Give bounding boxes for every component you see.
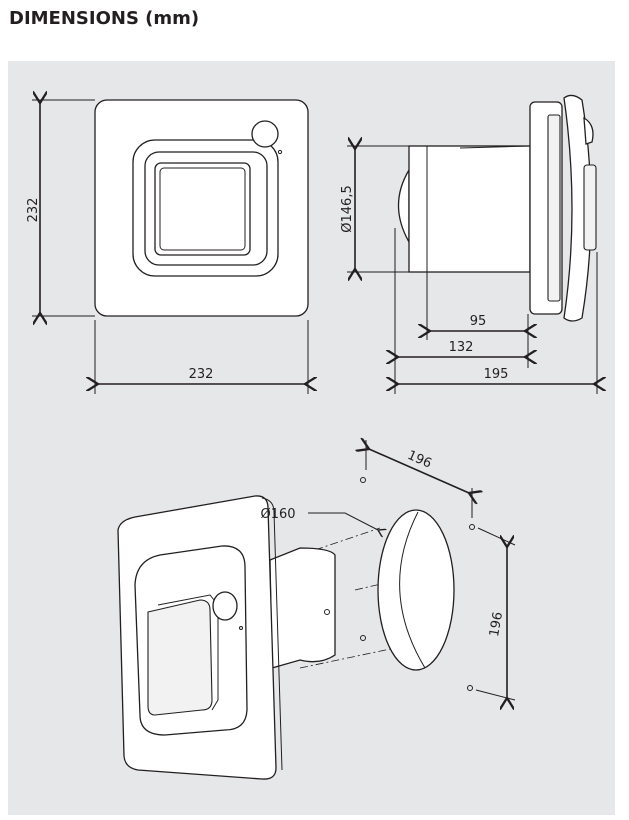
screw-hole [467, 685, 473, 691]
duct-diameter-label: Ø160 [260, 507, 295, 522]
knob-side [583, 116, 594, 145]
screw-hole [324, 609, 330, 615]
indicator-dot-iso [239, 626, 243, 630]
extension-line [475, 689, 516, 701]
backdraft-dome [397, 167, 410, 245]
extension-line [477, 527, 516, 546]
front-cover [563, 94, 592, 322]
side-view: Ø146,5 95 132 195 [340, 94, 597, 394]
width-label: 232 [189, 367, 214, 382]
knob-icon [251, 120, 279, 148]
plate-thickness [261, 497, 283, 771]
height-label: 232 [26, 198, 41, 223]
indicator-dot [277, 149, 283, 155]
front-view: 232 232 [26, 100, 308, 394]
diameter-leader [308, 512, 378, 530]
knob-iso-icon [212, 591, 238, 621]
depth-inner-label: 95 [470, 314, 487, 329]
screw-hole [469, 524, 475, 530]
iso-view: 196 196 Ø160 [117, 440, 516, 780]
screw-hole [360, 477, 366, 483]
duct-body-iso [269, 547, 336, 669]
front-grille [154, 162, 251, 256]
front-grille-inner [159, 167, 246, 251]
grille-side [583, 164, 597, 251]
hole-spacing-horizontal-label: 196 [405, 448, 434, 472]
flange-inner [547, 114, 561, 302]
duct-pipe-end [377, 509, 455, 671]
dimension-196-horizontal [369, 449, 469, 493]
hole-spacing-vertical-label: 196 [487, 611, 506, 638]
depth-duct-label: 132 [449, 340, 474, 355]
duct-pipe-inner [399, 511, 426, 669]
screw-hole [360, 635, 366, 641]
depth-total-label: 195 [484, 367, 509, 382]
page-title: DIMENSIONS (mm) [9, 8, 200, 29]
duct-body [408, 145, 531, 273]
grille-iso [147, 599, 213, 716]
diameter-label: Ø146,5 [340, 185, 355, 232]
duct-edge [459, 145, 531, 149]
